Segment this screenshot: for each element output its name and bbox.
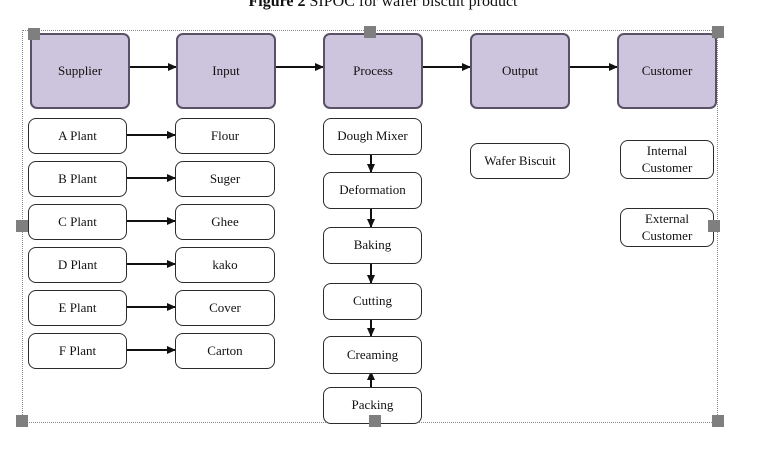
supplier-box-c-plant[interactable]: C Plant [28,204,127,240]
process-box-creaming[interactable]: Creaming [323,336,422,374]
process-box-deformation[interactable]: Deformation [323,172,422,209]
supplier-box-a-plant[interactable]: A Plant [28,118,127,154]
arrow-e-plant-to-cover [125,306,175,308]
input-box-ghee[interactable]: Ghee [175,204,275,240]
figure-caption-label: Figure 2 [248,0,306,10]
arrow-packing-to-creaming [370,372,372,387]
header-box-process[interactable]: Process [323,33,423,109]
header-box-customer[interactable]: Customer [617,33,717,109]
process-box-baking[interactable]: Baking [323,227,422,264]
arrow-c-plant-to-ghee [125,220,175,222]
customer-box-external[interactable]: External Customer [620,208,714,247]
arrow-baking-to-cutting [370,262,372,283]
selection-handle-top-center[interactable] [364,26,376,38]
selection-handle-bottom-center[interactable] [369,415,381,427]
input-box-kako[interactable]: kako [175,247,275,283]
header-box-output[interactable]: Output [470,33,570,109]
selection-handle-mid-left[interactable] [16,220,28,232]
arrow-f-plant-to-carton [125,349,175,351]
customer-box-internal[interactable]: Internal Customer [620,140,714,179]
figure-caption: Figure 2 SIPOC for wafer biscuit product [0,0,766,11]
supplier-box-f-plant[interactable]: F Plant [28,333,127,369]
selection-handle-top-right[interactable] [712,26,724,38]
input-box-suger[interactable]: Suger [175,161,275,197]
header-box-supplier[interactable]: Supplier [30,33,130,109]
figure-caption-text: SIPOC for wafer biscuit product [305,0,518,10]
arrow-process-to-output [419,66,470,68]
supplier-box-e-plant[interactable]: E Plant [28,290,127,326]
process-box-dough-mixer[interactable]: Dough Mixer [323,118,422,155]
arrow-a-plant-to-flour [125,134,175,136]
header-box-input[interactable]: Input [176,33,276,109]
process-box-cutting[interactable]: Cutting [323,283,422,320]
arrow-b-plant-to-suger [125,177,175,179]
output-box-wafer-biscuit[interactable]: Wafer Biscuit [470,143,570,179]
selection-handle-top-left[interactable] [28,28,40,40]
selection-handle-mid-right[interactable] [708,220,720,232]
arrow-d-plant-to-kako [125,263,175,265]
selection-handle-bottom-left[interactable] [16,415,28,427]
arrow-input-to-process [272,66,323,68]
supplier-box-b-plant[interactable]: B Plant [28,161,127,197]
arrow-supplier-to-input [126,66,176,68]
input-box-flour[interactable]: Flour [175,118,275,154]
input-box-cover[interactable]: Cover [175,290,275,326]
selection-handle-bottom-right[interactable] [712,415,724,427]
supplier-box-d-plant[interactable]: D Plant [28,247,127,283]
arrow-cutting-to-creaming [370,318,372,336]
arrow-deformation-to-baking [370,207,372,227]
arrow-output-to-customer [566,66,617,68]
input-box-carton[interactable]: Carton [175,333,275,369]
arrow-dough-mixer-to-deformation [370,153,372,172]
